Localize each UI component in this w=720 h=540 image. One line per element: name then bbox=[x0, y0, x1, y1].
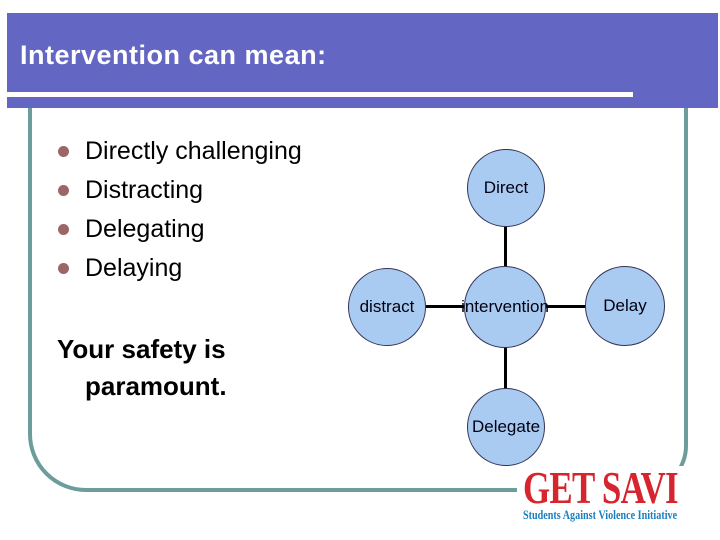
bullet-list: Directly challenging Distracting Delegat… bbox=[58, 132, 302, 288]
logo-wordmark: GET SAVI bbox=[523, 462, 679, 513]
bullet-text: Directly challenging bbox=[85, 137, 302, 165]
node-delegate: Delegate bbox=[467, 388, 545, 466]
safety-note-line2: paramount. bbox=[85, 371, 227, 401]
logo-tagline: Students Against Violence Initiative bbox=[523, 507, 678, 522]
edge-delay-intervention bbox=[545, 305, 586, 308]
safety-note-line1: Your safety is bbox=[57, 334, 226, 364]
bullet-dot-icon bbox=[58, 185, 69, 196]
bullet-item: Delegating bbox=[58, 210, 302, 249]
slide-title: Intervention can mean: bbox=[20, 40, 327, 70]
title-underline bbox=[3, 92, 633, 97]
node-delegate-label: Delegate bbox=[471, 417, 541, 436]
edge-distract-intervention bbox=[426, 305, 465, 308]
bullet-dot-icon bbox=[58, 146, 69, 157]
edge-delegate-intervention bbox=[504, 347, 507, 389]
node-direct-label: Direct bbox=[483, 178, 529, 197]
bullet-dot-icon bbox=[58, 263, 69, 274]
bullet-item: Directly challenging bbox=[58, 132, 302, 171]
bullet-text: Distracting bbox=[85, 176, 204, 204]
bullet-text: Delegating bbox=[85, 215, 205, 243]
node-distract-label: distract bbox=[359, 297, 415, 316]
bullet-dot-icon bbox=[58, 224, 69, 235]
node-delay-label: Delay bbox=[603, 296, 647, 315]
bullet-item: Delaying bbox=[58, 249, 302, 288]
edge-direct-intervention bbox=[504, 227, 507, 268]
bullet-item: Distracting bbox=[58, 171, 302, 210]
node-distract: distract bbox=[348, 268, 426, 346]
node-intervention-label: intervention bbox=[461, 297, 549, 316]
getsavi-logo: GET SAVI Students Against Violence Initi… bbox=[517, 462, 720, 525]
node-delay: Delay bbox=[585, 266, 665, 346]
node-direct: Direct bbox=[467, 149, 545, 227]
node-intervention: intervention bbox=[461, 266, 549, 348]
safety-note: Your safety is paramount. bbox=[57, 331, 227, 405]
bullet-text: Delaying bbox=[85, 254, 183, 282]
